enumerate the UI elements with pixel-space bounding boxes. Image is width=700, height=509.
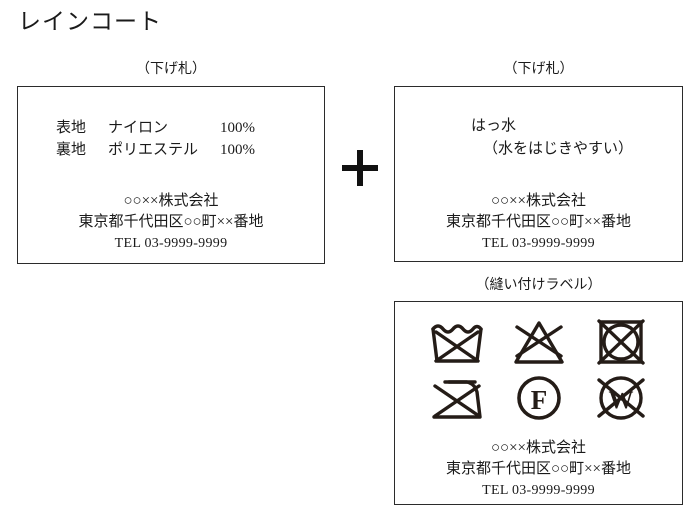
fiber-label: 裏地 bbox=[56, 142, 87, 158]
company-name: ○○××株式会社 bbox=[490, 193, 587, 209]
company-tel: TEL 03-9999-9999 bbox=[482, 483, 595, 498]
do-not-bleach-icon bbox=[513, 321, 564, 364]
company-block: ○○××株式会社 東京都千代田区○○町××番地 TEL 03-9999-9999 bbox=[395, 191, 682, 254]
svg-text:F: F bbox=[530, 385, 547, 415]
company-tel: TEL 03-9999-9999 bbox=[114, 236, 228, 251]
company-block: ○○××株式会社 東京都千代田区○○町××番地 TEL 03-9999-9999 bbox=[18, 191, 324, 254]
care-symbol-grid: F W bbox=[395, 316, 682, 424]
fiber-label: 表地 bbox=[56, 120, 87, 136]
company-address: 東京都千代田区○○町××番地 bbox=[445, 214, 632, 230]
company-tel: TEL 03-9999-9999 bbox=[482, 236, 595, 251]
hang-tag-box-2: はっ水 （水をはじきやすい） ○○××株式会社 東京都千代田区○○町××番地 T… bbox=[394, 86, 683, 262]
feature-headline: はっ水 bbox=[471, 118, 517, 134]
dry-clean-petroleum-icon: F bbox=[516, 376, 561, 420]
do-not-wet-clean-icon: W bbox=[596, 376, 645, 420]
hang-tag-box-1: 表地 ナイロン 100% 裏地 ポリエステル 100% ○○××株式会社 東京都千代田区… bbox=[17, 86, 325, 264]
do-not-wash-icon bbox=[430, 324, 483, 363]
feature-block: はっ水 （水をはじきやすい） bbox=[471, 115, 633, 161]
fiber-percent: 100% bbox=[220, 142, 255, 158]
company-address: 東京都千代田区○○町××番地 bbox=[78, 214, 264, 230]
company-name: ○○××株式会社 bbox=[490, 440, 587, 456]
plus-icon-vertical-bar bbox=[357, 150, 363, 186]
caption-hangtag-1: （下げ札） bbox=[136, 62, 206, 77]
page-title: レインコート bbox=[18, 9, 162, 34]
care-symbol-row bbox=[427, 316, 651, 368]
plus-icon bbox=[340, 148, 380, 188]
feature-note: （水をはじきやすい） bbox=[483, 141, 634, 157]
fiber-percent: 100% bbox=[220, 120, 255, 136]
fiber-material: ナイロン bbox=[108, 120, 169, 136]
caption-hangtag-2: （下げ札） bbox=[503, 62, 574, 77]
fiber-row: 表地 ナイロン 100% bbox=[56, 117, 255, 139]
company-block: ○○××株式会社 東京都千代田区○○町××番地 TEL 03-9999-9999 bbox=[395, 438, 682, 501]
care-symbol-row: F W bbox=[427, 372, 651, 424]
company-name: ○○××株式会社 bbox=[123, 193, 219, 209]
fiber-material: ポリエステル bbox=[108, 142, 199, 158]
care-label-box: F W ○○××株式会社 東京都千代田区○○町××番地 TEL 03-9999-… bbox=[394, 301, 683, 505]
caption-care-label: （縫い付けラベル） bbox=[475, 278, 602, 293]
fiber-content-block: 表地 ナイロン 100% 裏地 ポリエステル 100% bbox=[56, 117, 255, 161]
do-not-iron-icon bbox=[431, 380, 482, 419]
fiber-row: 裏地 ポリエステル 100% bbox=[56, 139, 255, 161]
do-not-tumble-dry-icon bbox=[596, 319, 645, 365]
company-address: 東京都千代田区○○町××番地 bbox=[445, 461, 632, 477]
